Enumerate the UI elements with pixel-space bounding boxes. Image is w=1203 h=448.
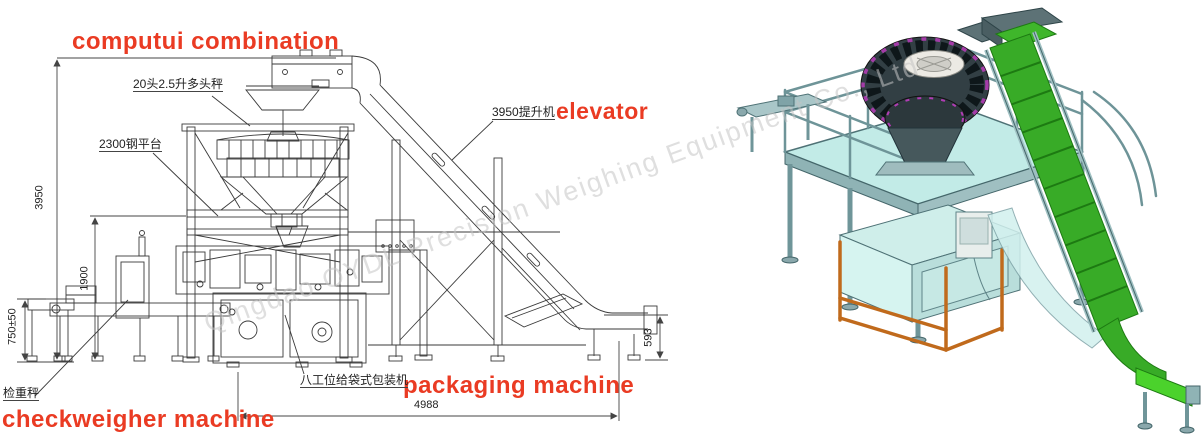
dim-infeed-height: 593 [642, 328, 655, 347]
label-computui-combination: computui combination [72, 28, 340, 55]
machine-linework [26, 49, 658, 368]
line-drawing-2d [17, 49, 668, 421]
label-packaging-machine: packaging machine [403, 372, 635, 399]
label-checkweigher-machine: checkweigher machine [2, 406, 275, 433]
multihead-weigher-2d [216, 85, 350, 236]
platform-2d [181, 123, 560, 363]
takeaway-conveyor-3d [736, 93, 828, 152]
annotation-elevator: 3950提升机 [492, 105, 555, 120]
control-pendant-3d [955, 211, 993, 301]
orange-frame-3d [838, 240, 1004, 352]
annotation-checkweigher: 检重秤 [3, 386, 40, 401]
elevator-belt-3d [980, 7, 1201, 434]
dim-overall-length: 4988 [414, 399, 439, 411]
dim-discharge-height: 750±50 [6, 308, 19, 345]
annotation-multihead-weigher: 20头2.5升多头秤 [133, 77, 224, 92]
elevator-2d [271, 49, 658, 362]
dim-platform-height: 1900 [78, 266, 91, 291]
dim-overall-height: 3950 [33, 185, 46, 210]
dimension-lines [17, 57, 668, 421]
label-elevator: elevator [556, 98, 649, 124]
render-3d [736, 7, 1201, 434]
conveyor-guard-3d [987, 207, 1107, 349]
annotation-packaging: 八工位给袋式包装机 [300, 373, 409, 388]
packaging-machine-2d [175, 213, 433, 368]
weigher-3d [860, 17, 1022, 176]
annotation-steel-platform: 2300钢平台 [99, 137, 162, 152]
